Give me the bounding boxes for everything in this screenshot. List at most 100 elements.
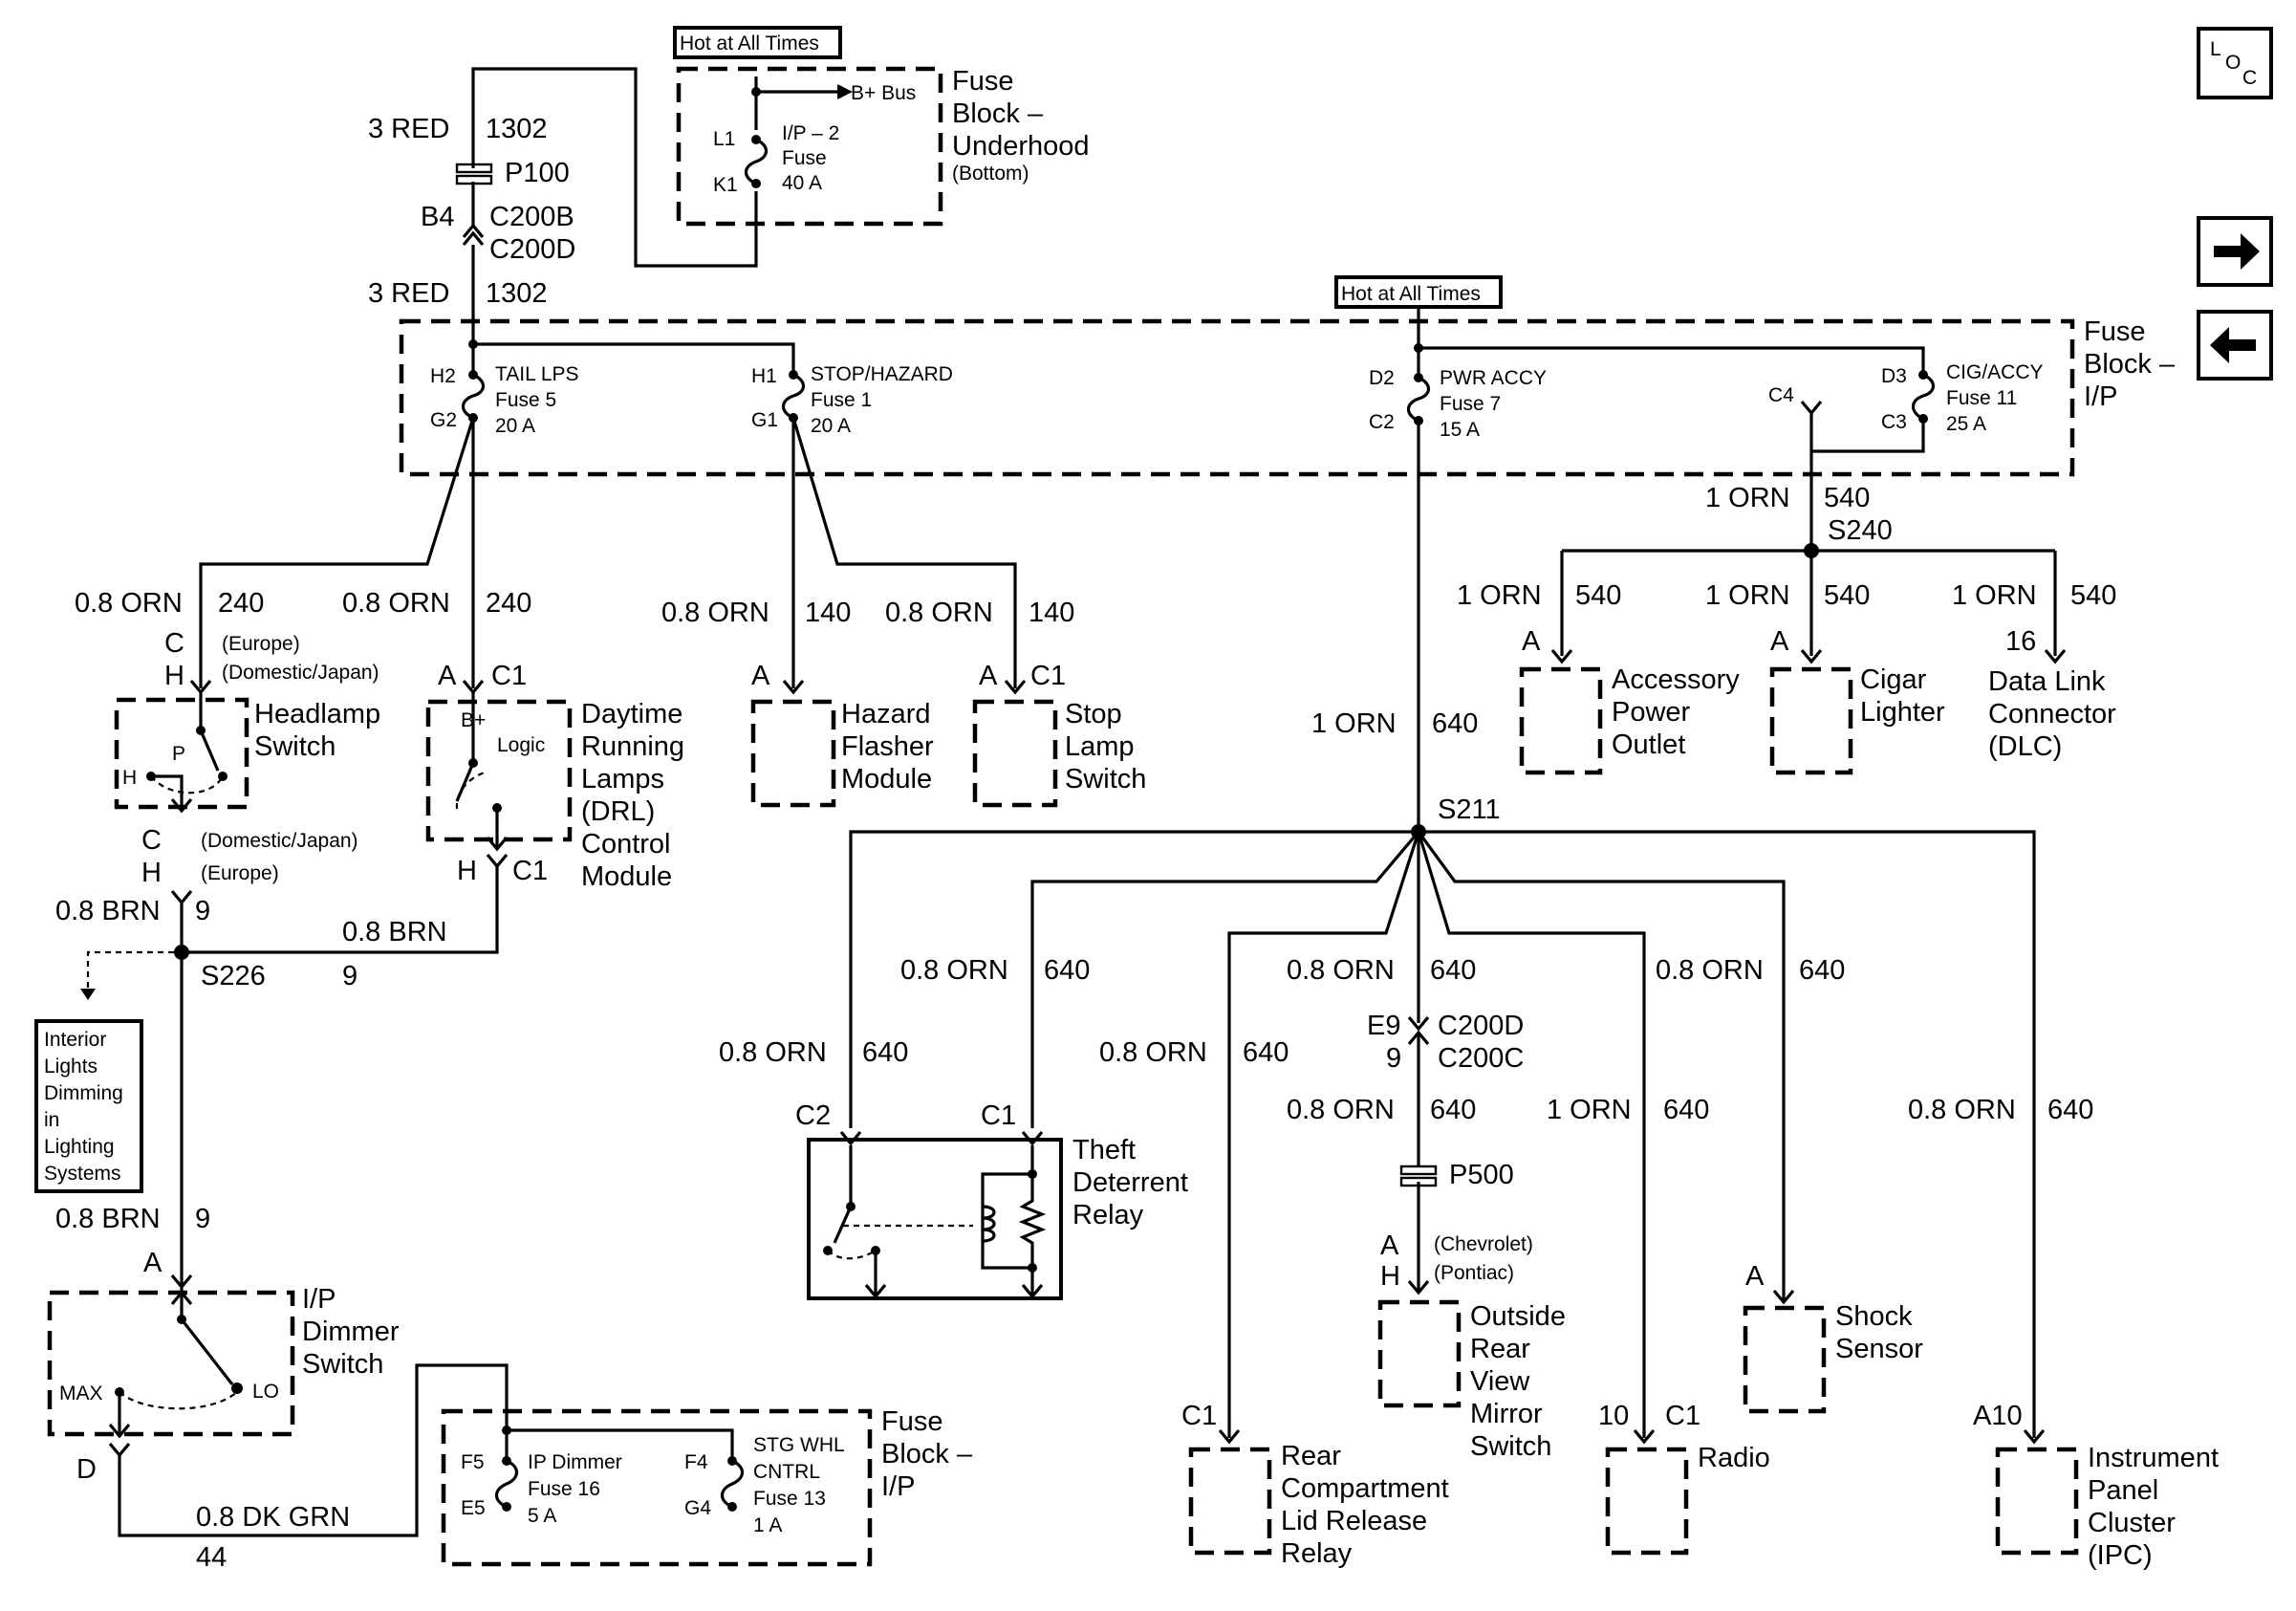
loc-icon-l: L	[2210, 38, 2221, 60]
drl-title-2: Running	[581, 731, 684, 762]
ipc-wire-gauge: 0.8 ORN	[1908, 1095, 2016, 1125]
headlamp-bottom-domestic-note: (Domestic/Japan)	[201, 830, 358, 852]
ipdim-fuse-line3: 5 A	[528, 1505, 556, 1527]
mirror-title-3: View	[1470, 1366, 1530, 1397]
tail-fuse-line3: 20 A	[495, 415, 535, 437]
headlamp-bottom-europe-note: (Europe)	[201, 862, 279, 884]
rear-lid-wire-circuit: 640	[1243, 1037, 1289, 1068]
drl-title-5: Control	[581, 829, 671, 860]
theft-c1-wire-circuit: 640	[1044, 955, 1090, 986]
hazard-wire-gauge: 0.8 ORN	[661, 598, 769, 628]
interior-line-6: Systems	[44, 1163, 121, 1185]
s240-feed-gauge: 1 ORN	[1705, 483, 1790, 513]
pin-c3: C3	[1881, 411, 1907, 433]
wire-1302-circuit-2: 1302	[486, 278, 548, 309]
headlamp-title-1: Headlamp	[254, 699, 380, 729]
shock-title-2: Sensor	[1835, 1334, 1923, 1364]
arrow-right-icon[interactable]	[2197, 216, 2273, 287]
loc-icon-o: O	[2225, 52, 2241, 74]
pin-e5: E5	[461, 1497, 486, 1519]
ipc-pin-a10: A10	[1973, 1401, 2023, 1431]
dimmer-title-3: Switch	[302, 1349, 383, 1380]
radio-pin-10: 10	[1598, 1401, 1629, 1431]
pin-k1: K1	[713, 174, 738, 196]
stoplamp-conn-c1: C1	[1030, 661, 1066, 691]
lower-fuse-title-2: Block –	[881, 1439, 973, 1469]
headlamp-wire-circuit: 240	[218, 588, 264, 619]
theft-title-2: Deterrent	[1072, 1167, 1188, 1198]
drl-wire-gauge: 0.8 ORN	[342, 588, 450, 619]
arrow-left-icon[interactable]	[2197, 310, 2273, 381]
s226-drl-wire-circuit: 9	[342, 961, 357, 991]
pin-f5: F5	[461, 1451, 485, 1473]
theft-pin-c2: C2	[795, 1100, 831, 1131]
mirror-title-4: Mirror	[1470, 1399, 1543, 1429]
mirror-title-2: Rear	[1470, 1334, 1530, 1364]
headlamp-domestic-note: (Domestic/Japan)	[222, 662, 379, 684]
pin-h2: H2	[430, 365, 456, 387]
p500-connector	[1399, 1165, 1438, 1187]
pin-g4: G4	[684, 1497, 711, 1519]
drl-pin-c1: C1	[491, 661, 527, 691]
headlamp-bottom-pin-c: C	[141, 825, 162, 856]
hazard-title-1: Hazard	[841, 699, 931, 729]
hazard-title-2: Flasher	[841, 731, 934, 762]
mirror-pin-h: H	[1380, 1261, 1400, 1292]
dimmer-title-2: Dimmer	[302, 1317, 400, 1347]
cigar-title-2: Lighter	[1860, 697, 1945, 728]
cig-fuse-line2: Fuse 11	[1946, 387, 2017, 409]
ipc-title-3: Cluster	[2088, 1508, 2176, 1538]
dimmer-pin-d: D	[76, 1454, 97, 1485]
dimmer-wire-gauge: 0.8 BRN	[55, 1204, 161, 1234]
radio-wire1-circuit: 640	[1799, 955, 1845, 986]
main-trunk-gauge: 1 ORN	[1311, 708, 1397, 739]
lower-ip-fuse-block	[441, 1408, 873, 1567]
drl-title-1: Daytime	[581, 699, 682, 729]
s240-label: S240	[1828, 515, 1893, 546]
mirror-pontiac-note: (Pontiac)	[1434, 1262, 1514, 1284]
s226-wire-circuit: 9	[195, 896, 210, 926]
stoplamp-title-3: Switch	[1065, 764, 1146, 795]
stg-fuse-line1: STG WHL	[753, 1434, 845, 1456]
interior-lights-reference-box[interactable]	[34, 1019, 143, 1193]
p100-label: P100	[505, 158, 570, 188]
drl-pin-h: H	[457, 856, 477, 886]
pin-d3: D3	[1881, 365, 1907, 387]
stg-fuse-line3: Fuse 13	[753, 1488, 826, 1510]
dlc-wire-gauge: 1 ORN	[1952, 580, 2037, 611]
ipc-wire-circuit: 640	[2047, 1095, 2093, 1125]
hot-at-all-times-label-2: Hot at All Times	[1341, 283, 1481, 305]
headlamp-p-position: P	[172, 743, 185, 765]
dimmer-max-label: MAX	[59, 1382, 103, 1404]
stop-fuse-line3: 20 A	[811, 415, 851, 437]
wire-3red-gauge-1: 3 RED	[368, 114, 449, 144]
mirror-chevrolet-note: (Chevrolet)	[1434, 1233, 1533, 1255]
apo-title-3: Outlet	[1612, 729, 1685, 760]
dlc-wire-circuit: 540	[2070, 580, 2116, 611]
pin-d2: D2	[1369, 367, 1395, 389]
wire-3red-gauge-2: 3 RED	[368, 278, 449, 309]
interior-line-3: Dimming	[44, 1082, 123, 1104]
ipdim-fuse-line1: IP Dimmer	[528, 1451, 622, 1473]
drl-title-6: Module	[581, 861, 672, 892]
stop-fuse-line2: Fuse 1	[811, 389, 872, 411]
mirror-c200d: C200D	[1438, 1011, 1524, 1041]
ip-fuse-title-3: I/P	[2084, 381, 2117, 412]
radio-conn-c1: C1	[1665, 1401, 1700, 1431]
dimmer-pin-a: A	[143, 1248, 162, 1278]
stop-fuse-line1: STOP/HAZARD	[811, 363, 953, 385]
cig-fuse-line1: CIG/ACCY	[1946, 361, 2044, 383]
apo-wire-gauge: 1 ORN	[1457, 580, 1542, 611]
underhood-title-1: Fuse	[952, 66, 1013, 97]
mirror-wire1-gauge: 0.8 ORN	[1287, 955, 1395, 986]
underhood-fuse-block	[676, 66, 943, 227]
pwr-fuse-line3: 15 A	[1440, 419, 1480, 441]
stoplamp-wire-gauge: 0.8 ORN	[885, 598, 993, 628]
tail-fuse-line2: Fuse 5	[495, 389, 556, 411]
dimmer-wire-circuit: 9	[195, 1204, 210, 1234]
loc-icon[interactable]: L O C	[2197, 27, 2273, 99]
stoplamp-switch-box	[972, 699, 1058, 808]
drl-pin-a: A	[438, 661, 457, 691]
s211-label: S211	[1438, 795, 1501, 825]
